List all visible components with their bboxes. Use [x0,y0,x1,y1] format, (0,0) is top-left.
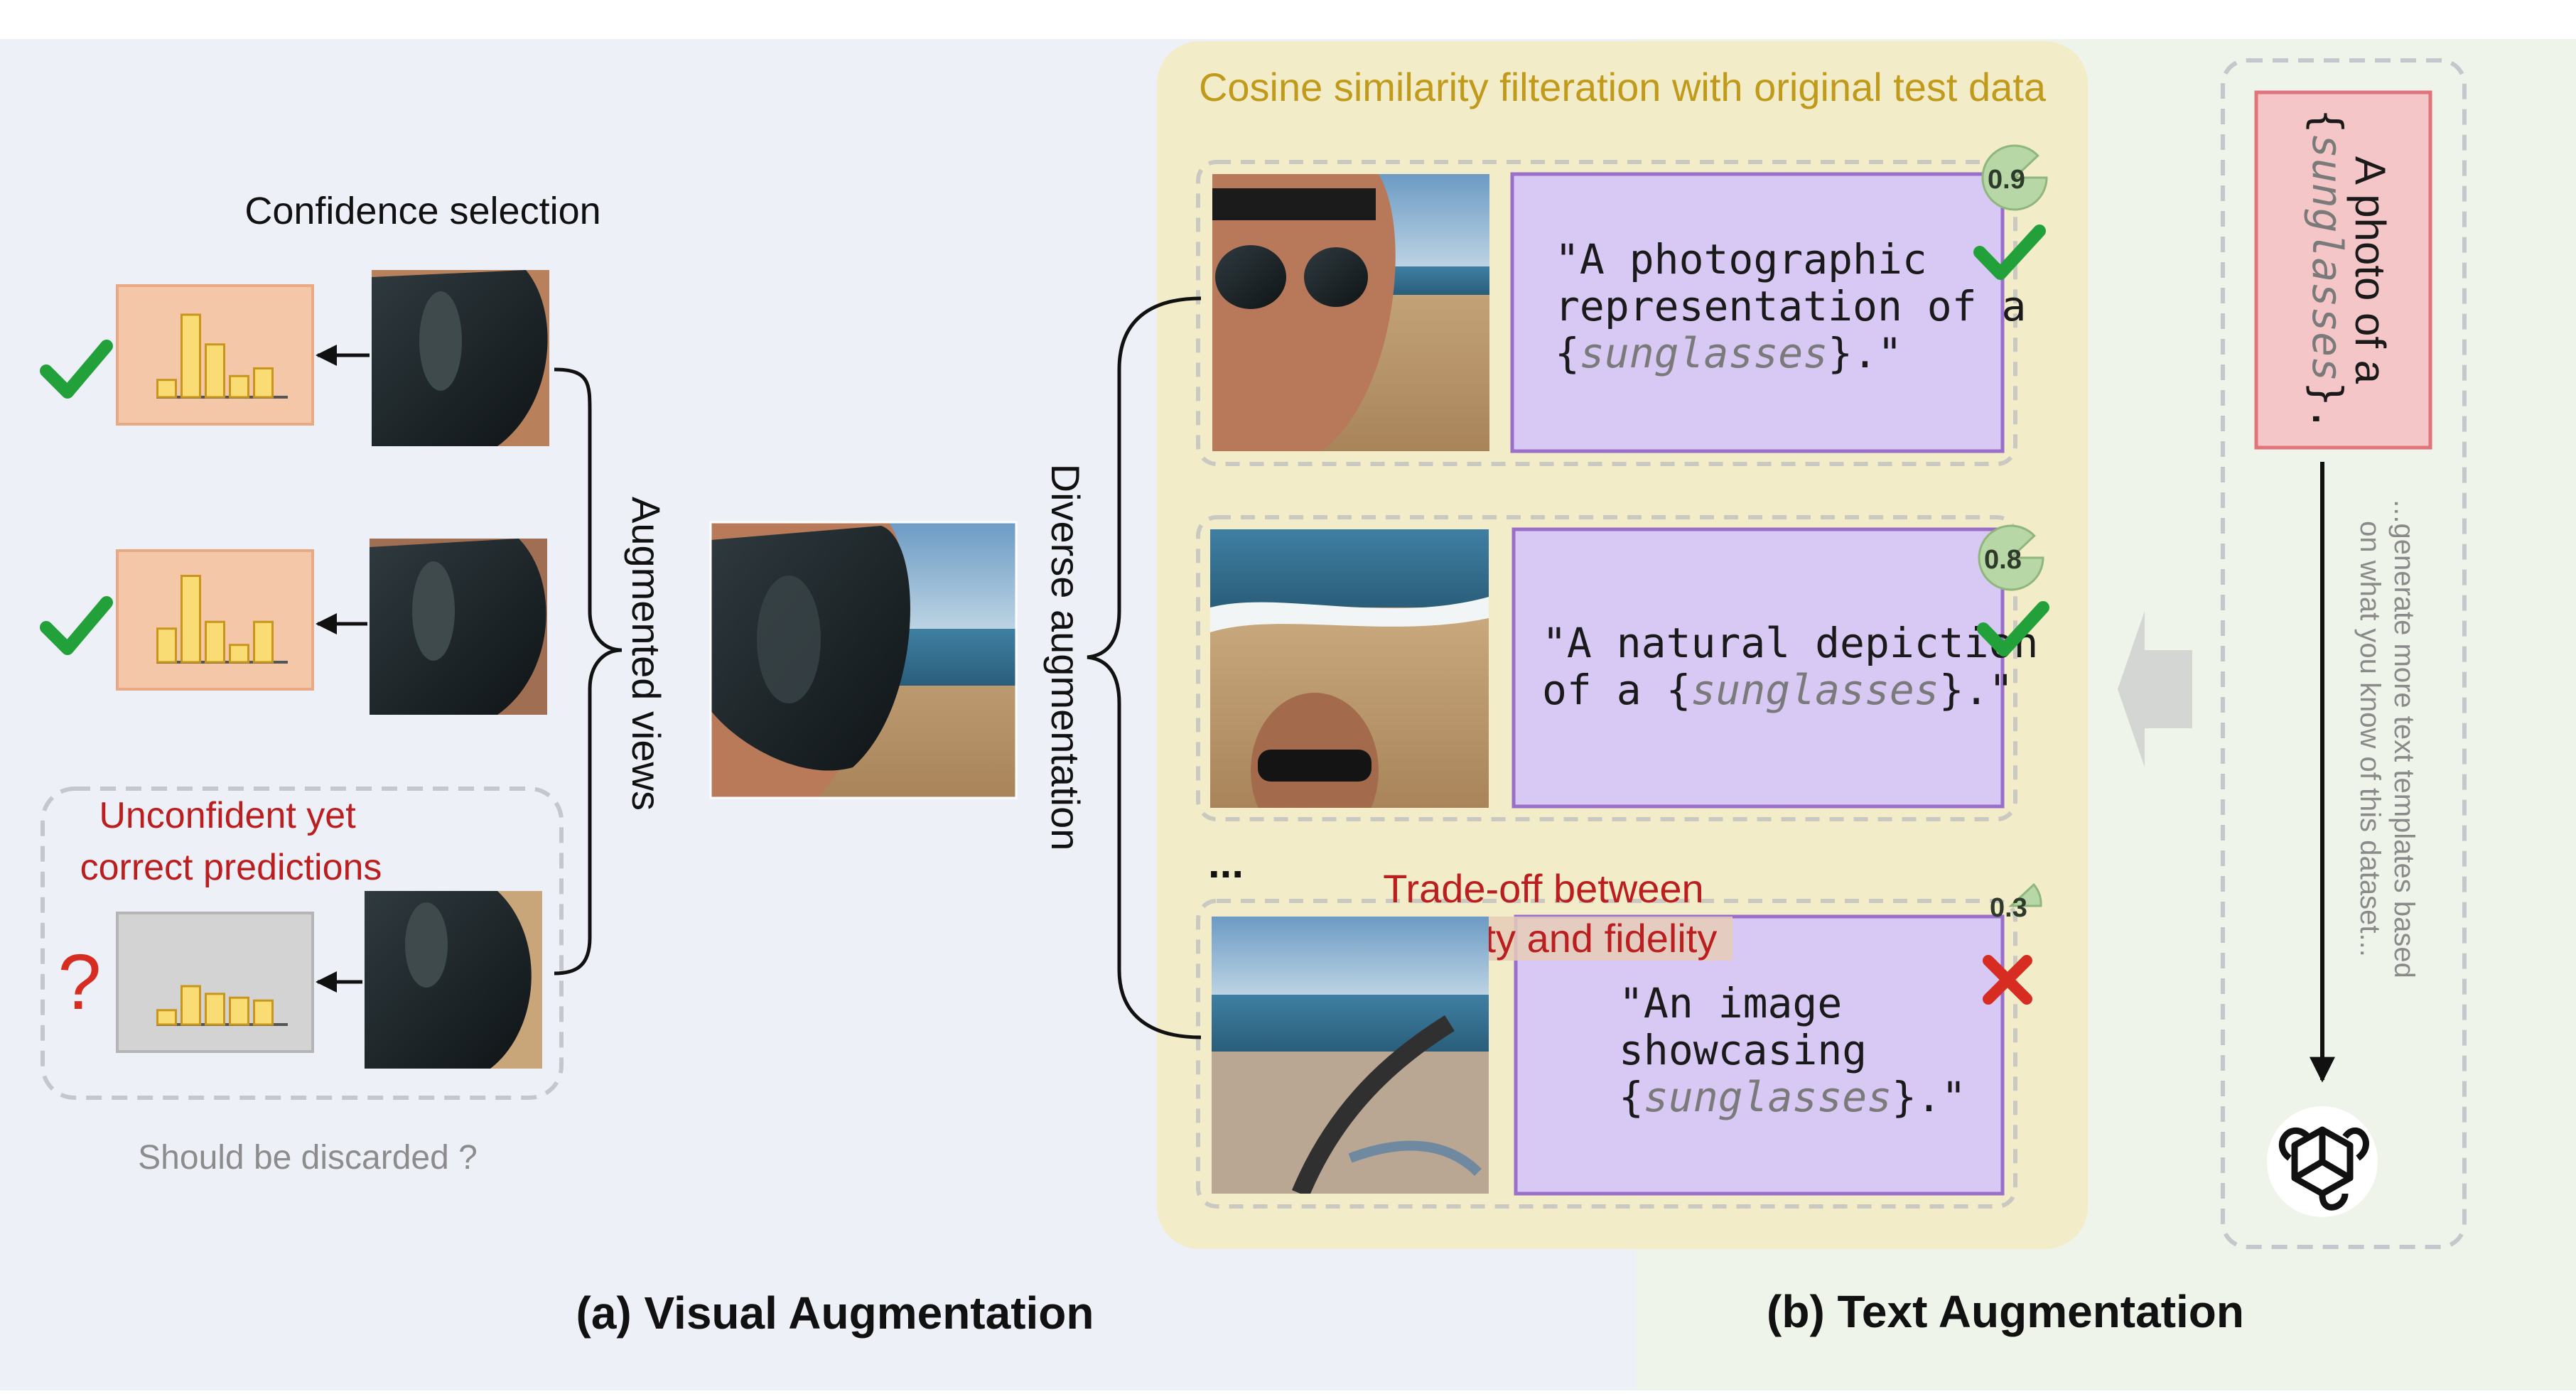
template-line-1: A photo of a [2346,156,2394,384]
augmented-view-3 [365,891,542,1069]
generated-image-3 [1212,917,1489,1194]
prompt-fragment: }." [1828,329,1902,377]
prompt-fragment: }." [1892,1073,1966,1121]
prompt-line-2: on what you know of this dataset... [2354,521,2386,957]
prompt-fragment: "A natural depiction [1542,619,2038,667]
openai-logo-icon [2267,1106,2378,1217]
check-icon-row-2 [1977,601,2049,657]
prompt-fragment: { [1619,1073,1644,1121]
prompt-card-3 [1514,914,2005,1196]
histogram-bar [205,993,225,1026]
augmented-views-label: Augmented views [624,497,669,811]
prompt-fragment: representation of a [1555,282,2026,330]
prompt-fragment: showcasing [1619,1026,1867,1074]
placeholder-word: sunglasses [1691,666,1939,714]
histogram-bar [253,367,274,399]
ellipsis: ... [1208,839,1244,887]
prompt-fragment: of a { [1542,666,1691,714]
prompt-card-2 [1511,527,2005,809]
score-pie-3: 0.3 [1990,882,2042,923]
histogram-bar [229,996,249,1026]
histogram-bar [229,644,249,664]
augmented-views-bracket [554,367,623,976]
caption-visual-augmentation: (a) Visual Augmentation [576,1287,1094,1339]
unconfident-group [41,787,564,1100]
histogram-bar [156,627,177,664]
text-augmentation-group [2221,58,2467,1249]
score-pie-1: 0.9 [1981,144,2048,211]
check-icon-view-1 [40,340,113,399]
histogram-bar [180,313,201,399]
check-icon-row-1 [1973,225,2046,280]
histogram-bar [253,620,274,664]
discard-label: Should be discarded ? [138,1139,478,1177]
unconfident-line-2: correct predictions [80,847,382,888]
prompt-fragment: "An image [1619,979,1842,1027]
unconfident-line-1: Unconfident yet [99,795,356,836]
flow-arrow-left [2118,611,2192,767]
prompt-card-1 [1510,172,2005,453]
caption-text-augmentation: (b) Text Augmentation [1767,1286,2244,1337]
prompt-fragment: }." [1939,666,2014,714]
filter-row-2-outline [1196,515,2017,821]
placeholder-word: sunglasses [1644,1073,1892,1121]
score-pie-2: 0.8 [1978,524,2044,591]
filter-row-3-outline [1196,899,2017,1209]
prompt-line-1: ...generate more text templates based [2388,499,2420,978]
score-label-3: 0.3 [1990,893,2027,923]
histogram-bar [156,379,177,399]
check-icon-view-2 [40,596,113,655]
confidence-selection-label: Confidence selection [244,190,600,232]
filter-title: Cosine similarity filteration with origi… [1199,65,2047,109]
histogram-bar [205,620,225,664]
histogram-bar [180,985,201,1026]
generated-image-1 [1212,174,1489,451]
question-mark: ? [58,939,101,1026]
tradeoff-line-1: Trade-off between [1383,866,1703,911]
histogram-box-2 [116,549,314,691]
histogram-bar [253,999,274,1026]
prompt-fragment: "A photographic [1555,235,1927,283]
prompt-fragment: { [1555,329,1580,377]
histogram-bar [156,1009,177,1026]
template-line-2: {sunglasses}. [2303,109,2351,431]
histogram-box-1 [116,284,314,426]
cross-icon-row-3 [1983,955,2032,1005]
augmented-view-1 [372,270,549,446]
placeholder-word: sunglasses [1580,329,1828,377]
histogram-bar [229,374,249,399]
score-label-1: 0.9 [1988,165,2025,195]
original-test-image [711,522,1016,798]
histogram-box-3 [116,912,314,1053]
score-label-2: 0.8 [1984,545,2022,575]
diverse-augmentation-bracket [1087,296,1202,1039]
histogram-bar [205,343,225,399]
histogram-bars [156,313,288,1026]
template-box [2254,90,2432,450]
filter-row-1-outline [1196,160,2017,466]
diverse-augmentation-label: Diverse augmentation [1043,464,1088,851]
generated-image-2 [1210,529,1489,808]
augmented-view-2 [370,539,547,715]
histogram-bar [180,575,201,664]
